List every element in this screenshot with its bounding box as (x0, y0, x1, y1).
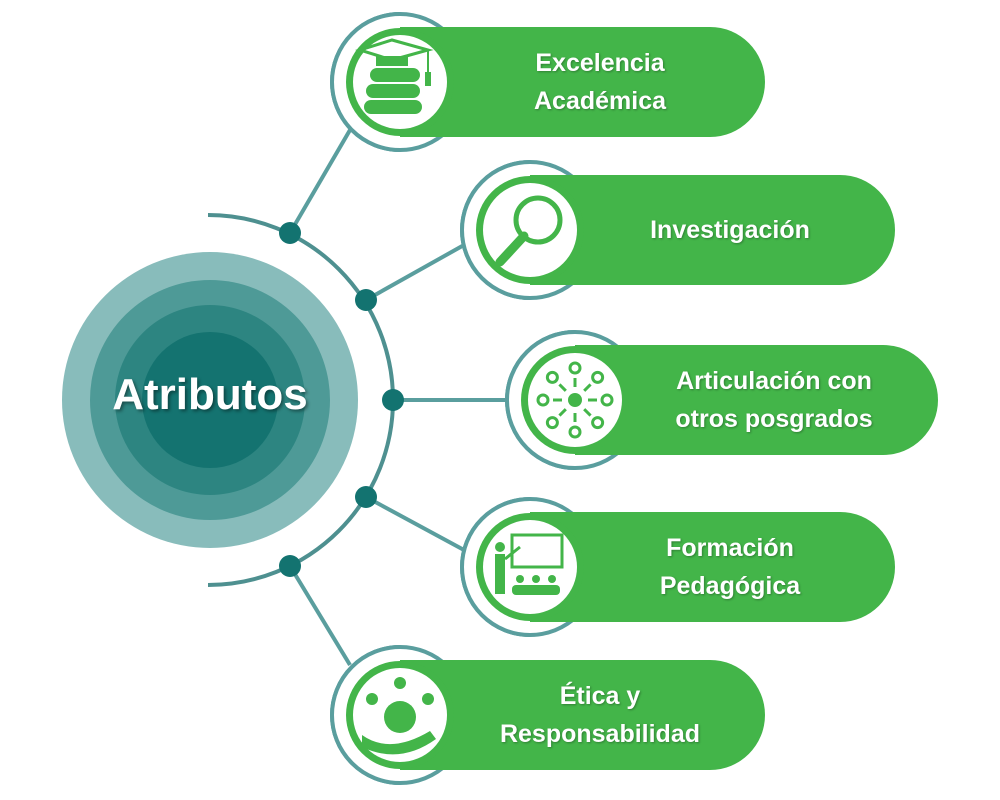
magnifier-icon (460, 160, 584, 300)
attribute-label: Formación Pedagógica (659, 534, 801, 600)
center-rings (62, 252, 358, 548)
graduation-books-icon (330, 12, 454, 152)
connector-dots (279, 222, 404, 577)
attribute-label: Excelencia Académica (533, 49, 667, 115)
center-title: Atributos (112, 370, 308, 419)
attribute-label: Ética y Responsabilidad (499, 682, 701, 748)
people-globe-hand-icon (330, 645, 454, 785)
attribute-label: Articulación con otros posgrados (675, 367, 873, 433)
attribute-label: Investigación (650, 216, 810, 244)
teacher-class-icon (460, 497, 584, 637)
connector-lines (288, 128, 507, 667)
network-icon (505, 330, 629, 470)
